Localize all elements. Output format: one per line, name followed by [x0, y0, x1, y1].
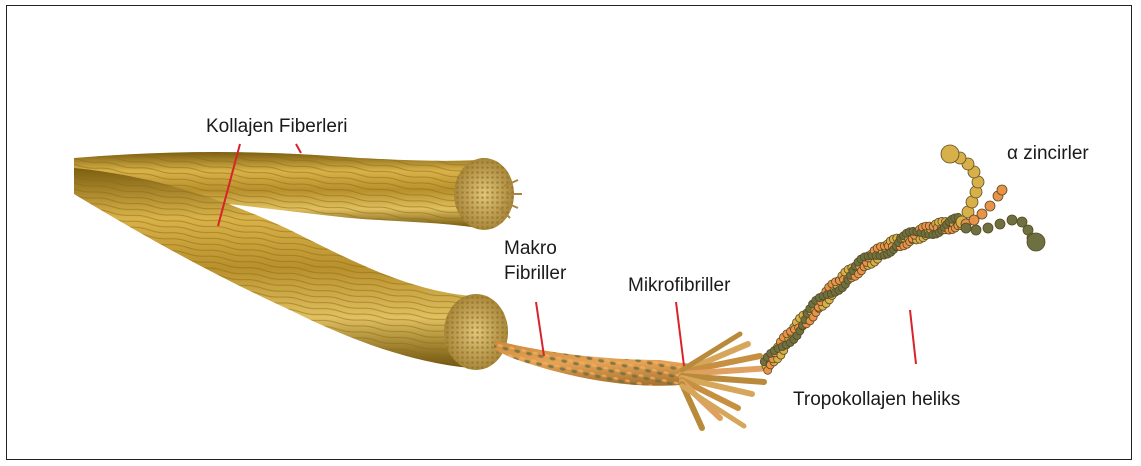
label-tropocollagen-helix: Tropokollajen heliks — [793, 388, 960, 412]
label-macrofibrils-line1: Makro — [504, 237, 557, 261]
helix-bead — [1007, 215, 1017, 225]
label-collagen-fibers: Kollajen Fiberleri — [206, 115, 348, 139]
label-macrofibrils-line2: Fibriller — [504, 262, 566, 286]
helix-bead — [997, 185, 1007, 195]
helix-bead — [941, 145, 959, 163]
label-microfibrils: Mikrofibriller — [628, 274, 730, 298]
helix-bead — [983, 223, 993, 233]
helix-bead — [1027, 233, 1045, 251]
helix-bead — [961, 223, 971, 233]
helix-bead — [977, 209, 987, 219]
label-alpha-chains: α zincirler — [1007, 142, 1089, 166]
helix-bead — [985, 201, 995, 211]
macrofibril — [494, 340, 690, 386]
pointer-macro — [536, 302, 544, 356]
tropocollagen-helix — [760, 145, 1045, 374]
pointer-fibers-upper — [296, 144, 301, 153]
helix-bead — [995, 219, 1005, 229]
helix-bead — [971, 225, 981, 235]
pointer-micro — [676, 302, 684, 366]
microfibrils — [682, 334, 770, 428]
pointer-tropo — [910, 310, 916, 364]
